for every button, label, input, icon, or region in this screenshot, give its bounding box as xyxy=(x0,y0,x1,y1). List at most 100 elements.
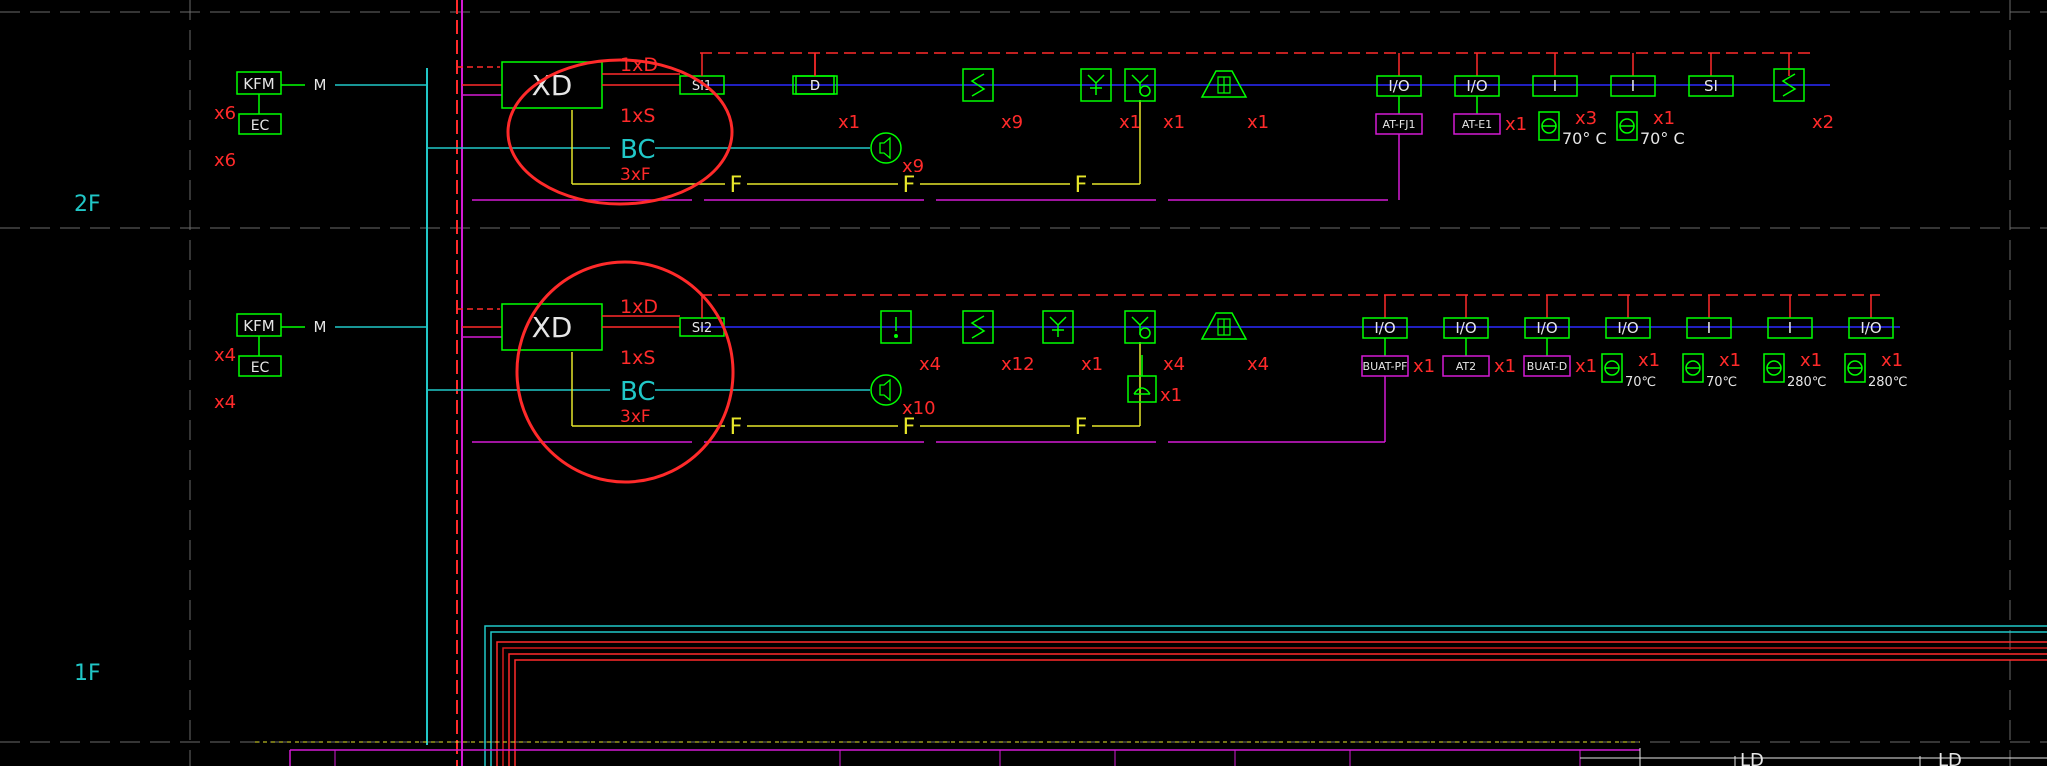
kfm-label: KFM xyxy=(243,75,274,93)
ec-label: EC xyxy=(251,360,270,376)
smoke-icon xyxy=(1773,68,1805,102)
highlight-oval xyxy=(506,58,734,206)
valve-temp: 70° C xyxy=(1640,129,1685,148)
speaker-icon xyxy=(870,132,902,164)
smoke-detector-frame xyxy=(962,68,994,102)
io-module xyxy=(1767,317,1813,339)
phone-count: x1 xyxy=(1160,385,1182,406)
smoke-detector-glyph xyxy=(970,315,986,339)
manual-call-point-dot xyxy=(1139,327,1151,339)
io-count: x1 xyxy=(1575,356,1597,377)
highlight-oval xyxy=(515,260,735,484)
io-sub-label: AT-E1 xyxy=(1462,118,1492,131)
io-count: x2 xyxy=(1812,112,1834,133)
io-module xyxy=(1610,75,1656,97)
floor-label-2f: 2F xyxy=(74,192,101,217)
smoke-detector-frame xyxy=(1773,68,1805,102)
f-mark-bg xyxy=(725,414,747,438)
legend-ld-2: LD xyxy=(1938,750,1962,766)
f-mark-bg xyxy=(1070,172,1092,196)
io-module-label: I/O xyxy=(1374,319,1395,337)
smoke-icon xyxy=(962,68,994,102)
f-mark: F xyxy=(903,173,916,198)
io-module-label: SI xyxy=(1704,77,1718,95)
valve-temp: 70℃ xyxy=(1706,375,1737,390)
io-count: x1 xyxy=(1881,350,1903,371)
io-sub-label: AT2 xyxy=(1456,360,1476,373)
fire-phone-glyph xyxy=(1133,387,1151,395)
heat-detector-glyph xyxy=(1049,316,1067,337)
kfm-count: x6 xyxy=(214,103,236,124)
io-count: x1 xyxy=(1800,350,1822,371)
io-count: x1 xyxy=(1719,350,1741,371)
smoke-detector-glyph xyxy=(970,73,986,97)
heat-detector-frame xyxy=(1080,68,1112,102)
bottom-table xyxy=(255,741,2047,766)
alarm-icon xyxy=(1200,70,1248,98)
hydrant-icon xyxy=(880,310,912,344)
io-count: x1 xyxy=(1653,108,1675,129)
bc-label: BC xyxy=(620,135,656,165)
device-count: x1 xyxy=(1247,112,1269,133)
io-module-label: I/O xyxy=(1466,77,1487,95)
io-module-label: I/O xyxy=(1617,319,1638,337)
valve-temp: 280℃ xyxy=(1868,375,1907,390)
f-mark-bg xyxy=(1070,414,1092,438)
io-module-label: I xyxy=(1788,319,1792,337)
speaker-glyph xyxy=(879,378,891,402)
valve-temp: 70℃ xyxy=(1625,375,1656,390)
manual-icon xyxy=(1124,310,1156,344)
io-module-label: I xyxy=(1707,319,1711,337)
bc-label: BC xyxy=(620,377,656,407)
fire-damper-valve xyxy=(1763,353,1785,383)
io-sub-box xyxy=(1523,355,1571,377)
valve-frame xyxy=(1763,353,1785,383)
floor-label-1f: 1F xyxy=(74,661,101,686)
xd-label: XD xyxy=(532,311,573,344)
alarm-glyph xyxy=(1217,76,1231,94)
alarm-icon xyxy=(1200,312,1248,340)
valve-temp: 70° C xyxy=(1562,129,1607,148)
speaker-count: x10 xyxy=(902,398,936,419)
f-mark: F xyxy=(1075,173,1088,198)
valve-frame xyxy=(1601,353,1623,383)
io-count: x1 xyxy=(1505,114,1527,135)
io-module xyxy=(1532,75,1578,97)
io-module-label: I/O xyxy=(1860,319,1881,337)
io-module xyxy=(1848,317,1894,339)
box-f-label: 3xF xyxy=(620,407,651,427)
ec-count: x6 xyxy=(214,150,236,171)
speaker-icon xyxy=(870,374,902,406)
f-mark: F xyxy=(903,415,916,440)
smoke-detector-frame xyxy=(962,310,994,344)
cable-bundle-1f xyxy=(484,625,2047,766)
loop-module-label: SI1 xyxy=(692,79,712,94)
smoke-icon xyxy=(962,310,994,344)
io-module xyxy=(1688,75,1734,97)
manual-call-point-frame xyxy=(1124,68,1156,102)
heat-detector-frame xyxy=(1042,310,1074,344)
f-mark: F xyxy=(730,415,743,440)
loop-module-label: SI2 xyxy=(692,321,712,336)
m-label: M xyxy=(314,76,327,94)
ec-box xyxy=(238,113,282,135)
smoke-detector-glyph xyxy=(1781,73,1797,97)
box-f-label: 3xF xyxy=(620,165,651,185)
io-module-label: I/O xyxy=(1455,319,1476,337)
io-count: x1 xyxy=(1638,350,1660,371)
io-module xyxy=(1605,317,1651,339)
f-mark-bg xyxy=(898,172,920,196)
fire-damper-valve xyxy=(1844,353,1866,383)
device-count: x4 xyxy=(1247,354,1269,375)
valve-frame xyxy=(1538,111,1560,141)
io-sub-label: BUAT-PF xyxy=(1363,360,1408,373)
device-count: x4 xyxy=(919,354,941,375)
io-sub-box xyxy=(1453,113,1501,135)
io-sub-label: AT-FJ1 xyxy=(1383,118,1416,131)
heat-icon xyxy=(1080,68,1112,102)
f-mark: F xyxy=(1075,415,1088,440)
io-module xyxy=(1686,317,1732,339)
valve-frame xyxy=(1844,353,1866,383)
